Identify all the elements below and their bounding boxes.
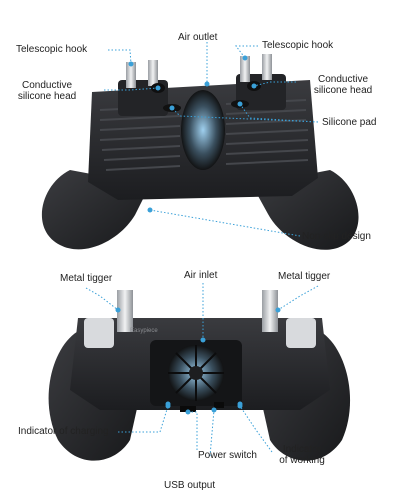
left-telescopic-hook-2 xyxy=(148,60,158,86)
label-telescopic-hook-right: Telescopic hook xyxy=(262,40,334,51)
label-air-inlet: Air inlet xyxy=(184,270,218,281)
label-telescopic-hook-left: Telescopic hook xyxy=(16,44,88,55)
label-power-switch: Power switch xyxy=(198,450,257,461)
left-metal-trigger xyxy=(117,290,133,332)
leader-lines xyxy=(85,42,319,457)
label-metal-trigger-left: Metal tigger xyxy=(60,273,113,284)
label-non-slip-design: Non-slip design xyxy=(302,231,371,242)
label-indicator-working-line2: of working xyxy=(279,455,325,466)
label-indicator-working-line1: Indicator xyxy=(282,444,322,455)
label-air-outlet: Air outlet xyxy=(178,32,218,43)
right-metal-trigger xyxy=(262,290,278,332)
right-clamp-pad xyxy=(286,318,316,348)
air-outlet-fan xyxy=(181,90,225,170)
label-conductive-right-line1: Conductive xyxy=(317,74,369,85)
bottom-controller xyxy=(48,290,351,461)
power-switch-slot xyxy=(214,402,224,408)
usb-port xyxy=(180,406,196,412)
label-usb-output: USB output xyxy=(164,480,216,491)
label-conductive-left-line2: silicone head xyxy=(17,91,77,102)
label-conductive-right: Conductive silicone head xyxy=(298,74,388,96)
right-telescopic-hook xyxy=(240,56,250,82)
right-telescopic-hook-2 xyxy=(262,54,272,80)
label-conductive-right-line2: silicone head xyxy=(313,85,373,96)
left-telescopic-hook xyxy=(126,62,136,88)
label-conductive-left-line1: Conductive xyxy=(21,80,73,91)
label-conductive-left: Conductive silicone head xyxy=(4,80,90,102)
label-indicator-of-charging: Indicator of charging xyxy=(18,426,109,437)
label-silicone-pad: Silicone pad xyxy=(322,117,377,128)
left-clamp-pad xyxy=(84,318,114,348)
device-brand-print: Easypiece xyxy=(130,328,158,334)
label-indicator-of-working: Indicator of working xyxy=(270,444,334,466)
label-metal-trigger-right: Metal tigger xyxy=(278,271,331,282)
top-controller xyxy=(41,54,359,250)
fan-hub xyxy=(189,366,203,380)
leader-dots xyxy=(115,55,281,415)
